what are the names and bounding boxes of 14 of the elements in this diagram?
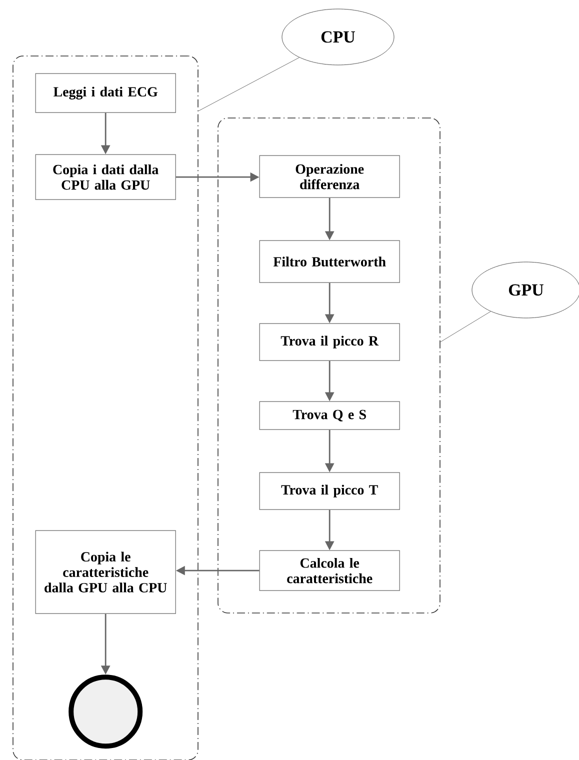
process-box: Leggi i dati ECG [35,73,176,113]
process-box: Copia i dati dalla CPU alla GPU [35,154,176,200]
process-box: Copia le caratteristiche dalla GPU alla CPU [35,530,176,614]
process-box: Operazione differenza [259,155,400,198]
process-box: Calcola le caratteristiche [259,550,400,591]
process-box: Filtro Butterworth [259,240,400,283]
process-box: Trova Q e S [259,401,400,430]
leader-line [440,311,491,342]
swimlane [12,56,198,760]
swimlane [218,118,440,614]
leader-line [198,57,300,112]
process-box: Trova il picco R [259,323,400,361]
process-box: Trova il picco T [259,472,400,510]
end-circle [68,674,143,749]
